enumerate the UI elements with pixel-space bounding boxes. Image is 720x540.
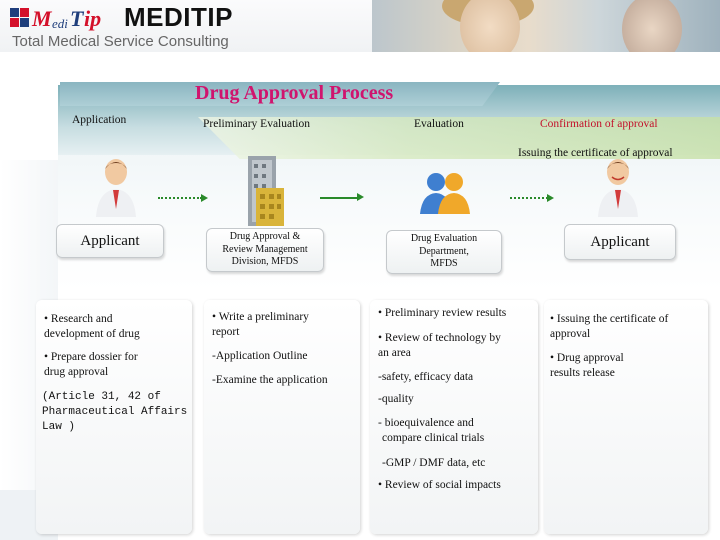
column-evaluation: • Preliminary review results • Review of… xyxy=(370,300,538,534)
list-item: • Drug approval xyxy=(550,352,624,364)
list-item: -Examine the application xyxy=(212,374,328,386)
svg-text:edi: edi xyxy=(52,16,68,31)
list-item: compare clinical trials xyxy=(382,432,485,444)
list-item: Law ) xyxy=(42,421,76,433)
list-item: development of drug xyxy=(44,328,140,340)
svg-text:ip: ip xyxy=(84,6,101,31)
svg-text:T: T xyxy=(70,6,85,31)
arrow-to-applicant xyxy=(510,194,554,202)
list-item: -GMP / DMF data, etc xyxy=(382,457,486,469)
applicant-right-icon xyxy=(596,157,640,217)
brand-name: MEDITIP xyxy=(124,2,233,32)
list-item: • Review of social impacts xyxy=(378,479,501,491)
diagram-title: Drug Approval Process xyxy=(60,82,500,106)
list-item: - bioequivalence and xyxy=(378,417,474,429)
tagline: Total Medical Service Consulting xyxy=(12,33,229,50)
building-icon xyxy=(242,150,288,230)
evaluation-dept-label: Drug Evaluation Department, MFDS xyxy=(386,230,502,274)
arrow-to-mfds xyxy=(158,194,208,202)
step-confirmation: Confirmation of approval xyxy=(540,118,658,130)
issuing-label: Issuing the certificate of approval xyxy=(518,147,673,159)
list-item: Pharmaceutical Affairs xyxy=(42,406,188,418)
group-icon xyxy=(414,168,474,216)
list-item: • Preliminary review results xyxy=(378,307,507,319)
svg-text:M: M xyxy=(31,6,53,31)
list-item: • Write a preliminary xyxy=(212,311,309,323)
list-item: -Application Outline xyxy=(212,350,308,362)
mfds-division-label: Drug Approval & Review Management Divisi… xyxy=(206,228,324,272)
applicant-left-icon xyxy=(94,157,138,217)
list-item: • Prepare dossier for xyxy=(44,351,138,363)
list-item: • Research and xyxy=(44,313,113,325)
step-preliminary-evaluation: Preliminary Evaluation xyxy=(203,118,310,130)
list-item: • Review of technology by xyxy=(378,332,501,344)
header: M edi T ip MEDITIP Total Medical Service… xyxy=(0,0,720,52)
arrow-to-evaluation xyxy=(320,193,364,201)
list-item: approval xyxy=(550,328,591,340)
list-item: an area xyxy=(378,347,411,359)
list-item: report xyxy=(212,326,240,338)
list-item: -quality xyxy=(378,393,414,405)
meditip-logo: M edi T ip xyxy=(10,4,128,32)
applicant-left-label: Applicant xyxy=(56,224,164,258)
header-photo xyxy=(372,0,720,52)
column-preliminary-evaluation: • Write a preliminary report -Applicatio… xyxy=(204,300,360,534)
column-confirmation: • Issuing the certificate of approval • … xyxy=(544,300,708,534)
applicant-right-label: Applicant xyxy=(564,224,676,260)
column-application: • Research and development of drug • Pre… xyxy=(36,300,192,534)
list-item: (Article 31, 42 of xyxy=(42,391,161,403)
list-item: -safety, efficacy data xyxy=(378,371,474,383)
list-item: • Issuing the certificate of xyxy=(550,313,669,325)
list-item: drug approval xyxy=(44,366,109,378)
step-evaluation: Evaluation xyxy=(414,118,464,130)
list-item: results release xyxy=(550,367,615,379)
step-application: Application xyxy=(72,114,127,126)
